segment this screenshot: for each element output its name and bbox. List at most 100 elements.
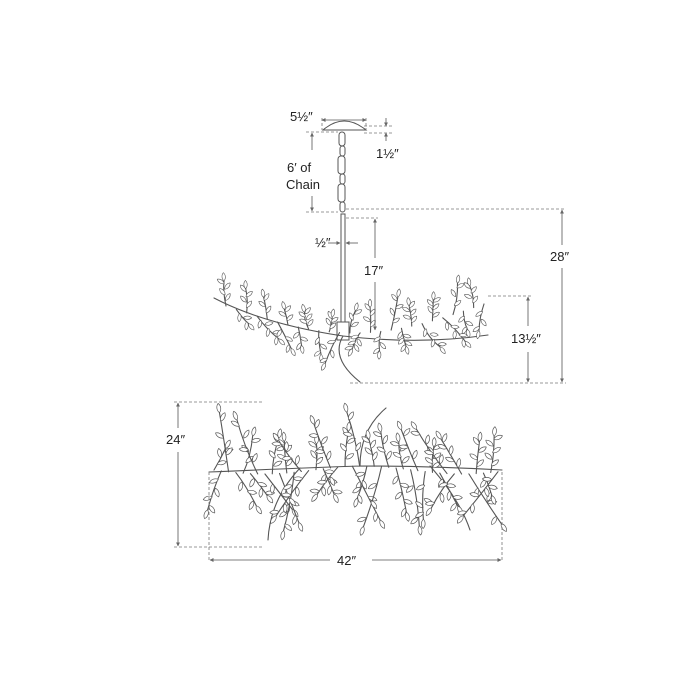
branch-sprig (400, 429, 419, 472)
leaf (409, 515, 420, 526)
leaf (344, 451, 356, 461)
leaf (491, 445, 502, 455)
leaf (256, 319, 263, 329)
leaf (241, 428, 251, 440)
branch-sprig (218, 412, 230, 473)
leaf (377, 518, 387, 530)
leaf (489, 458, 501, 468)
branch-sprig (303, 311, 310, 330)
leaf (489, 515, 499, 526)
leaf (308, 414, 317, 426)
leaf (452, 330, 458, 340)
branch-sprig (422, 471, 426, 520)
leaf (463, 292, 474, 300)
leaf (395, 419, 404, 431)
leaf (309, 488, 320, 494)
leaf (272, 459, 284, 468)
chain-length-label-line1: 6′ of (287, 160, 312, 175)
leaf (438, 345, 447, 355)
canopy-width-label: 5½″ (290, 109, 313, 124)
leaf (401, 426, 412, 438)
leaf (415, 483, 427, 492)
leaf (474, 309, 484, 318)
leaf (264, 320, 274, 327)
leaf (434, 429, 444, 441)
leaf (324, 469, 335, 475)
leaf (291, 330, 301, 340)
canopy-height-label: 1½″ (376, 146, 399, 161)
leaf (367, 298, 373, 308)
branch-sprig (410, 469, 420, 527)
leaf (279, 529, 286, 541)
leaf (354, 470, 366, 478)
leaf (431, 291, 436, 301)
branch-sprig (440, 438, 463, 475)
leaf (221, 272, 227, 282)
leaf (393, 490, 404, 501)
dimension-lines (174, 118, 566, 562)
leaf (479, 317, 488, 328)
leaf (395, 288, 402, 298)
leaf (223, 281, 232, 291)
leaf (342, 402, 350, 414)
leaf (438, 492, 446, 504)
branch-sprig (277, 321, 292, 349)
leaf (449, 288, 458, 298)
leaf (358, 525, 366, 537)
leaf (265, 493, 275, 505)
branch-sprig (369, 306, 372, 333)
branch-sprig (421, 323, 441, 348)
leaf (289, 347, 297, 357)
leaf (420, 518, 426, 530)
leaf (444, 455, 456, 464)
leaf (431, 436, 437, 448)
leaf (294, 486, 301, 497)
branch-stem (213, 297, 489, 383)
leaf (350, 320, 360, 329)
leaf (452, 298, 463, 308)
leaf (246, 322, 256, 332)
leaf (477, 431, 483, 443)
fixture-height-label: 13½″ (511, 331, 541, 346)
leaf (244, 321, 249, 331)
branch-sprig (490, 435, 495, 473)
branch-sprig (468, 473, 502, 525)
leaf (483, 451, 494, 462)
chain (337, 131, 346, 213)
leaf (260, 288, 266, 298)
leaf (475, 329, 482, 340)
leaf (410, 429, 421, 437)
branch-sprig (264, 473, 293, 510)
leaf (394, 432, 402, 443)
leaf (422, 328, 429, 338)
branch-sprig (315, 443, 318, 471)
leaf (296, 521, 305, 533)
dimension-labels: 5½″ 1½″ 6′ of Chain ½″ 17″ 28″ 13½″ 24″ … (166, 109, 569, 568)
leaf (202, 508, 210, 520)
fixture-width-label: 42″ (337, 553, 356, 568)
branch-sprig (349, 310, 356, 334)
leaf (391, 474, 400, 486)
leaf (280, 300, 287, 311)
leaf (250, 426, 258, 437)
leaf (319, 435, 330, 446)
leaf (281, 431, 287, 442)
leaf (265, 327, 271, 338)
top-view (202, 402, 509, 541)
leaf (424, 506, 434, 518)
leaf (448, 501, 459, 513)
top-branches (202, 402, 509, 541)
leaf (455, 274, 461, 284)
rod-diameter-label: ½″ (315, 235, 331, 250)
branch-sprig (395, 467, 407, 513)
side-branches (213, 272, 489, 383)
rod (340, 213, 346, 327)
leaf (246, 489, 258, 496)
leaf (376, 422, 384, 433)
leaf (237, 312, 242, 323)
leaf (469, 503, 476, 514)
leaf (231, 410, 240, 422)
leaf (331, 492, 340, 504)
